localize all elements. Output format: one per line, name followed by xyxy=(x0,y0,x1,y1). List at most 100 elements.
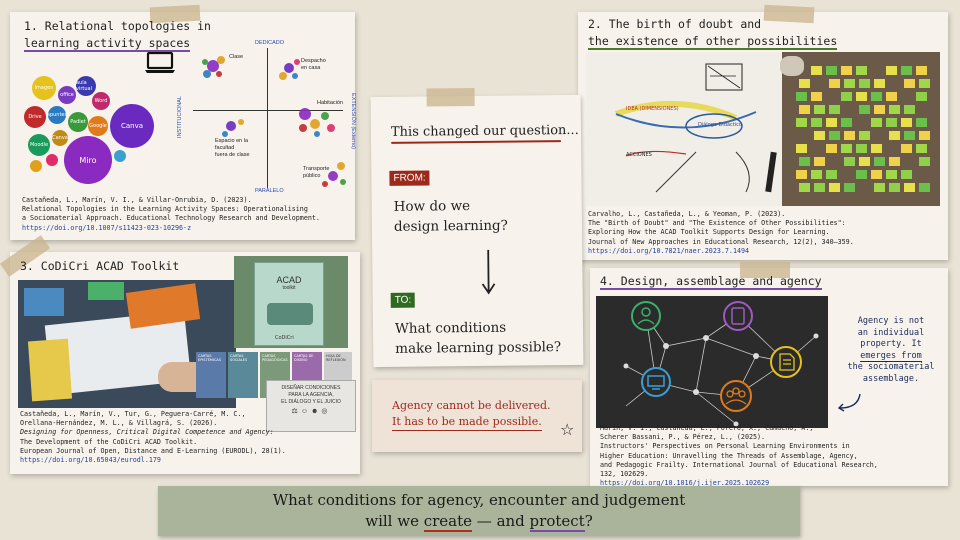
bubble-moodle: Moodle xyxy=(28,134,50,156)
citation: Marín, V. I., Castañeda, L., Forero, X.,… xyxy=(600,424,878,488)
to-label: TO: xyxy=(390,292,416,308)
sticky-note xyxy=(844,79,855,88)
sticky-note xyxy=(829,79,840,88)
bubble-canvas: Canva xyxy=(52,130,68,146)
sticky-note xyxy=(841,66,852,75)
sticky-note xyxy=(859,157,870,166)
sticky-note xyxy=(904,183,915,192)
citation: Castañeda, L., Marín, V., Tur, G., Pegue… xyxy=(20,410,286,465)
sticky-note xyxy=(841,118,852,127)
center-question-note: This changed our question... FROM: How d… xyxy=(370,88,584,368)
closing-question-banner: What conditions for agency, encounter an… xyxy=(158,486,800,536)
sticky-note xyxy=(901,66,912,75)
sticky-note xyxy=(901,118,912,127)
bubble-small xyxy=(46,154,58,166)
flow-label: ACCIONES xyxy=(626,152,652,158)
sticky-note xyxy=(811,170,822,179)
sticky-note xyxy=(799,105,810,114)
sticky-note xyxy=(889,105,900,114)
doi-link[interactable]: https://doi.org/10.1007/s11423-023-10296… xyxy=(22,223,192,232)
from-question: How do we design learning? xyxy=(393,198,508,235)
closing-question: What conditions for agency, encounter an… xyxy=(272,491,686,532)
toolkit-card: CARTAS SOCIALES xyxy=(228,352,258,398)
sticky-note xyxy=(826,170,837,179)
bubble-canva: Canva xyxy=(110,104,154,148)
group-icon xyxy=(720,380,752,412)
bubble-small xyxy=(114,150,126,162)
bubble-google: Google xyxy=(88,116,108,136)
quadrant-diagram: DEDICADO PARALELO INSTITUCIONAL EXTENSIÓ… xyxy=(177,38,356,198)
sticky-note xyxy=(886,92,897,101)
tape xyxy=(740,262,790,278)
toolkit-booklet: DISEÑAR CONDICIONES PARA LA AGENCIA, EL … xyxy=(266,380,356,432)
bubble-apuntes: apuntes xyxy=(47,106,67,124)
sticky-note xyxy=(874,183,885,192)
sticky-note xyxy=(871,92,882,101)
sticky-note xyxy=(856,92,867,101)
sticky-note xyxy=(886,170,897,179)
sticky-note xyxy=(841,92,852,101)
bubble-drive: Drive xyxy=(24,106,46,128)
sticky-note xyxy=(796,118,807,127)
bubble-padlet: Padlet xyxy=(68,112,88,132)
card-title: 4. Design, assemblage and agency xyxy=(600,274,822,290)
whiteboard-sheet xyxy=(586,52,796,206)
axis-label-top: DEDICADO xyxy=(255,40,285,46)
star-icon: ☆ xyxy=(560,420,575,439)
sticky-note xyxy=(859,131,870,140)
sticky-wall xyxy=(782,52,940,206)
sticky-note xyxy=(841,144,852,153)
citation: Castañeda, L., Marín, V. I., & Villar-On… xyxy=(22,196,320,232)
card-relational-topologies: 1. Relational topologies in learning act… xyxy=(10,4,356,240)
card-title: 2. The birth of doubt and the existence … xyxy=(588,17,838,50)
sticky-note xyxy=(871,118,882,127)
card-design-assemblage: 4. Design, assemblage and agency Agency … xyxy=(590,262,948,488)
crumpled-paper xyxy=(780,56,804,76)
doi-link[interactable]: https://doi.org/10.65043/eurodl.179 xyxy=(20,456,161,465)
tablet-icon xyxy=(723,301,753,331)
agency-statement-note: Agency cannot be delivered. It has to be… xyxy=(372,380,582,452)
tape xyxy=(426,88,475,107)
axis-label-right: EXTENSIÓN (Externo) xyxy=(349,93,356,149)
bubble-imagen: Imagen xyxy=(32,76,56,100)
bubble-miro: Miro xyxy=(64,136,112,184)
monitor-icon xyxy=(641,367,671,397)
sticky-note xyxy=(874,157,885,166)
flow-label: Diálogo Didáctico xyxy=(698,122,742,128)
sticky-notes xyxy=(796,66,940,206)
axis-label-bottom: PARALELO xyxy=(255,188,284,194)
sticky-note xyxy=(829,105,840,114)
axis-horizontal xyxy=(193,110,343,111)
doi-link[interactable]: https://doi.org/10.7821/naer.2023.7.1494 xyxy=(588,246,750,255)
bubble-word: Word xyxy=(92,92,110,110)
blue-cards xyxy=(24,288,64,316)
sticky-note xyxy=(874,79,885,88)
sticky-note xyxy=(904,131,915,140)
sticky-note xyxy=(856,144,867,153)
yellow-cards xyxy=(27,338,73,402)
sticky-note xyxy=(856,170,867,179)
sticky-note xyxy=(871,170,882,179)
heading-underline xyxy=(391,140,562,144)
sticky-note xyxy=(859,105,870,114)
sticky-note xyxy=(799,183,810,192)
sticky-note xyxy=(904,79,915,88)
sticky-note xyxy=(886,66,897,75)
doi-link[interactable]: https://doi.org/10.1016/j.ijer.2025.1026… xyxy=(600,479,770,488)
card-birth-of-doubt: 2. The birth of doubt and the existence … xyxy=(578,4,948,260)
sticky-note xyxy=(829,131,840,140)
sticky-note xyxy=(856,66,867,75)
sticky-note xyxy=(916,144,927,153)
sticky-note xyxy=(796,92,807,101)
sticky-note xyxy=(829,183,840,192)
card-title: 1. Relational topologies in learning act… xyxy=(24,19,211,52)
sticky-note xyxy=(826,66,837,75)
bubble-office: office xyxy=(58,86,76,104)
sticky-note xyxy=(919,183,930,192)
laptop-icon xyxy=(145,52,175,73)
workshop-photo: IDEA (DIMENSIONES) Diálogo Didáctico ACC… xyxy=(586,52,940,206)
